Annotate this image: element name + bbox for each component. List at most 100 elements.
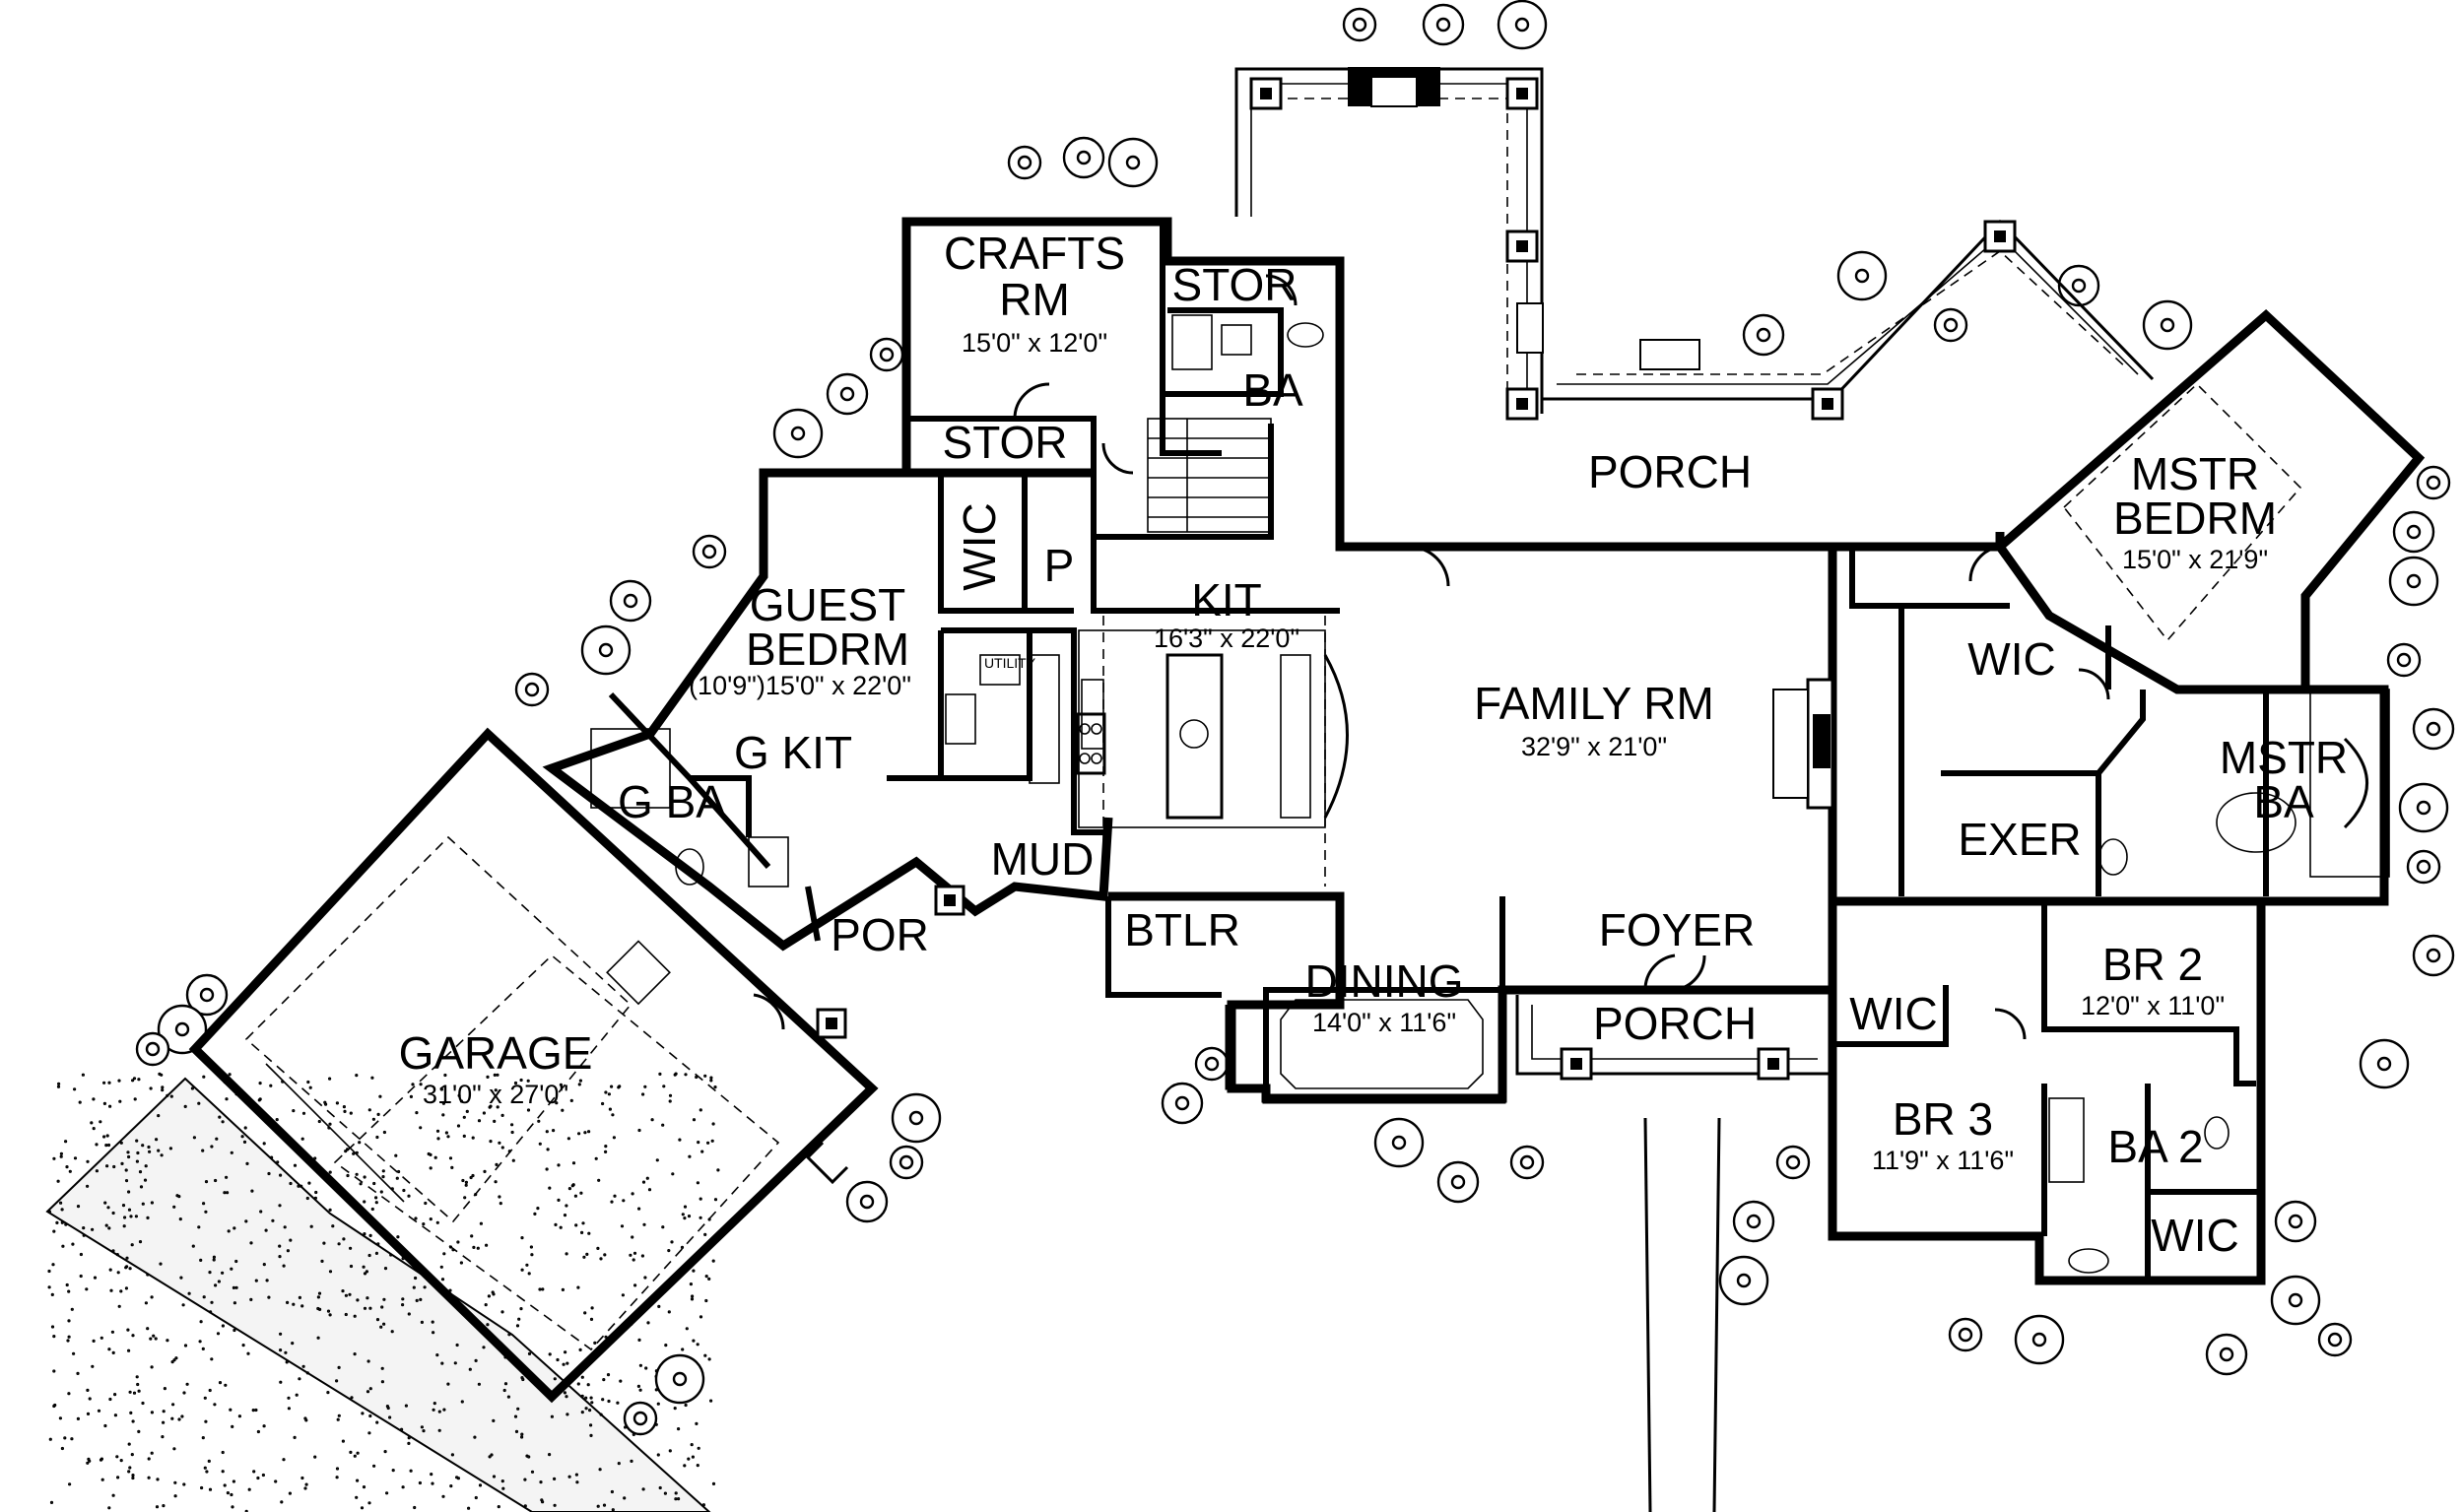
shrub-center — [1125, 155, 1141, 170]
shrub-center — [2219, 1347, 2234, 1362]
wic-ba2-label: WIC — [2151, 1210, 2238, 1261]
shrub-center — [1854, 268, 1870, 284]
utility-fixtures: UTILITY — [945, 654, 1060, 784]
shrub-center — [2426, 948, 2441, 963]
kit-label: KIT — [1191, 574, 1262, 625]
shrub-center — [2426, 721, 2441, 737]
shrub-center — [2426, 475, 2441, 491]
porch-rear-label: PORCH — [1588, 446, 1752, 497]
guest-bedrm-dims: (10'9")15'0" x 22'0" — [689, 671, 911, 700]
shrub-center — [701, 544, 717, 559]
shrub-center — [598, 642, 614, 658]
room-labels: CRAFTS RM 15'0" x 12'0" STOR STOR BA POR… — [399, 228, 2349, 1261]
mstr-bedrm-dims: 15'0" x 21'9" — [2122, 545, 2268, 574]
shrub-center — [859, 1194, 875, 1210]
exer-label: EXER — [1958, 814, 2081, 865]
driveway — [45, 1072, 720, 1512]
g-kit-label: G KIT — [734, 727, 852, 778]
shrub-center — [839, 386, 855, 402]
stairs — [1147, 418, 1272, 533]
stor-top-label: STOR — [1172, 259, 1298, 310]
ba-label: BA — [1242, 364, 1303, 416]
master-tray-ceiling — [2062, 382, 2302, 642]
shrub-center — [908, 1110, 924, 1126]
stor-left-label: STOR — [943, 417, 1068, 468]
shrub-center — [1514, 17, 1530, 33]
front-walkway — [1643, 1117, 1721, 1512]
shrub-center — [1519, 1154, 1535, 1170]
shrub-center — [1174, 1095, 1190, 1111]
garage-dims: 31'0" x 27'0" — [423, 1080, 568, 1109]
crafts-rm-label-2: RM — [999, 274, 1070, 325]
shrub-center — [1076, 150, 1092, 165]
shrub-center — [623, 593, 638, 609]
crafts-rm-label-1: CRAFTS — [944, 228, 1125, 279]
guest-bedrm-label-1: GUEST — [750, 579, 905, 630]
doors — [753, 274, 2110, 1040]
landscape-shrubs — [135, 0, 2455, 1436]
wic-guest-label: WIC — [954, 502, 1005, 590]
mstr-bedrm-label-2: BEDRM — [2113, 493, 2277, 544]
shrub-center — [632, 1411, 648, 1426]
btlr-label: BTLR — [1124, 904, 1240, 955]
shrub-center — [1785, 1154, 1801, 1170]
interior-walls — [608, 222, 2269, 1281]
dining-label: DINING — [1305, 955, 1464, 1007]
shrub-center — [1756, 327, 1771, 343]
shrub-center — [2376, 1056, 2392, 1072]
shrub-center — [1746, 1214, 1762, 1229]
shrub-center — [2416, 800, 2431, 816]
mstr-bedrm-label-1: MSTR — [2131, 448, 2259, 499]
shrub-center — [2327, 1332, 2343, 1348]
shrub-center — [1352, 17, 1367, 33]
shrub-center — [1958, 1327, 1973, 1343]
crafts-rm-dims: 15'0" x 12'0" — [962, 328, 1107, 358]
garage-details — [244, 835, 849, 1351]
shrub-center — [1435, 17, 1451, 33]
shrub-center — [2160, 317, 2175, 333]
mstr-ba-label-2: BA — [2253, 776, 2314, 827]
dining-details — [816, 885, 1834, 1104]
shrub-center — [199, 987, 215, 1003]
pantry-label: P — [1044, 540, 1075, 591]
bath-fixtures — [590, 314, 2390, 1274]
mud-label: MUD — [991, 833, 1095, 885]
br3-dims: 11'9" x 11'6" — [1872, 1146, 2014, 1175]
shrub-center — [879, 347, 895, 362]
por-label: POR — [831, 909, 929, 960]
dining-dims: 14'0" x 11'6" — [1312, 1008, 1456, 1037]
porch-front-label: PORCH — [1593, 998, 1757, 1049]
shrub-center — [2288, 1292, 2303, 1308]
shrub-center — [1943, 317, 1959, 333]
family-rm-label: FAMILY RM — [1474, 678, 1714, 729]
shrub-center — [2406, 573, 2422, 589]
mstr-ba-label-1: MSTR — [2220, 732, 2348, 783]
shrub-center — [2288, 1214, 2303, 1229]
family-rm-dims: 32'9" x 21'0" — [1521, 732, 1667, 761]
shrub-center — [1017, 155, 1032, 170]
kitchen-fixtures — [1075, 616, 1349, 887]
shrub-center — [2406, 524, 2422, 540]
ba2-label: BA 2 — [2107, 1121, 2203, 1172]
shrub-center — [2031, 1332, 2047, 1348]
br2-dims: 12'0" x 11'0" — [2081, 991, 2225, 1020]
shrub-center — [790, 426, 806, 441]
shrub-center — [1736, 1273, 1752, 1288]
shrub-center — [2396, 652, 2412, 668]
shrub-center — [1391, 1135, 1407, 1150]
exterior-walls — [188, 217, 2426, 1404]
shrub-center — [2416, 859, 2431, 875]
shrub-center — [1450, 1174, 1466, 1190]
shrub-center — [1204, 1056, 1220, 1072]
utility-label: UTILITY — [984, 655, 1036, 671]
shrub-center — [145, 1041, 161, 1057]
shrub-center — [174, 1021, 190, 1037]
garage-label: GARAGE — [399, 1027, 593, 1079]
foyer-label: FOYER — [1599, 904, 1755, 955]
shrub-center — [2071, 278, 2087, 294]
br2-label: BR 2 — [2102, 939, 2203, 990]
wic-br-label: WIC — [1849, 988, 1937, 1039]
shrub-center — [899, 1154, 914, 1170]
shrub-center — [672, 1371, 688, 1387]
